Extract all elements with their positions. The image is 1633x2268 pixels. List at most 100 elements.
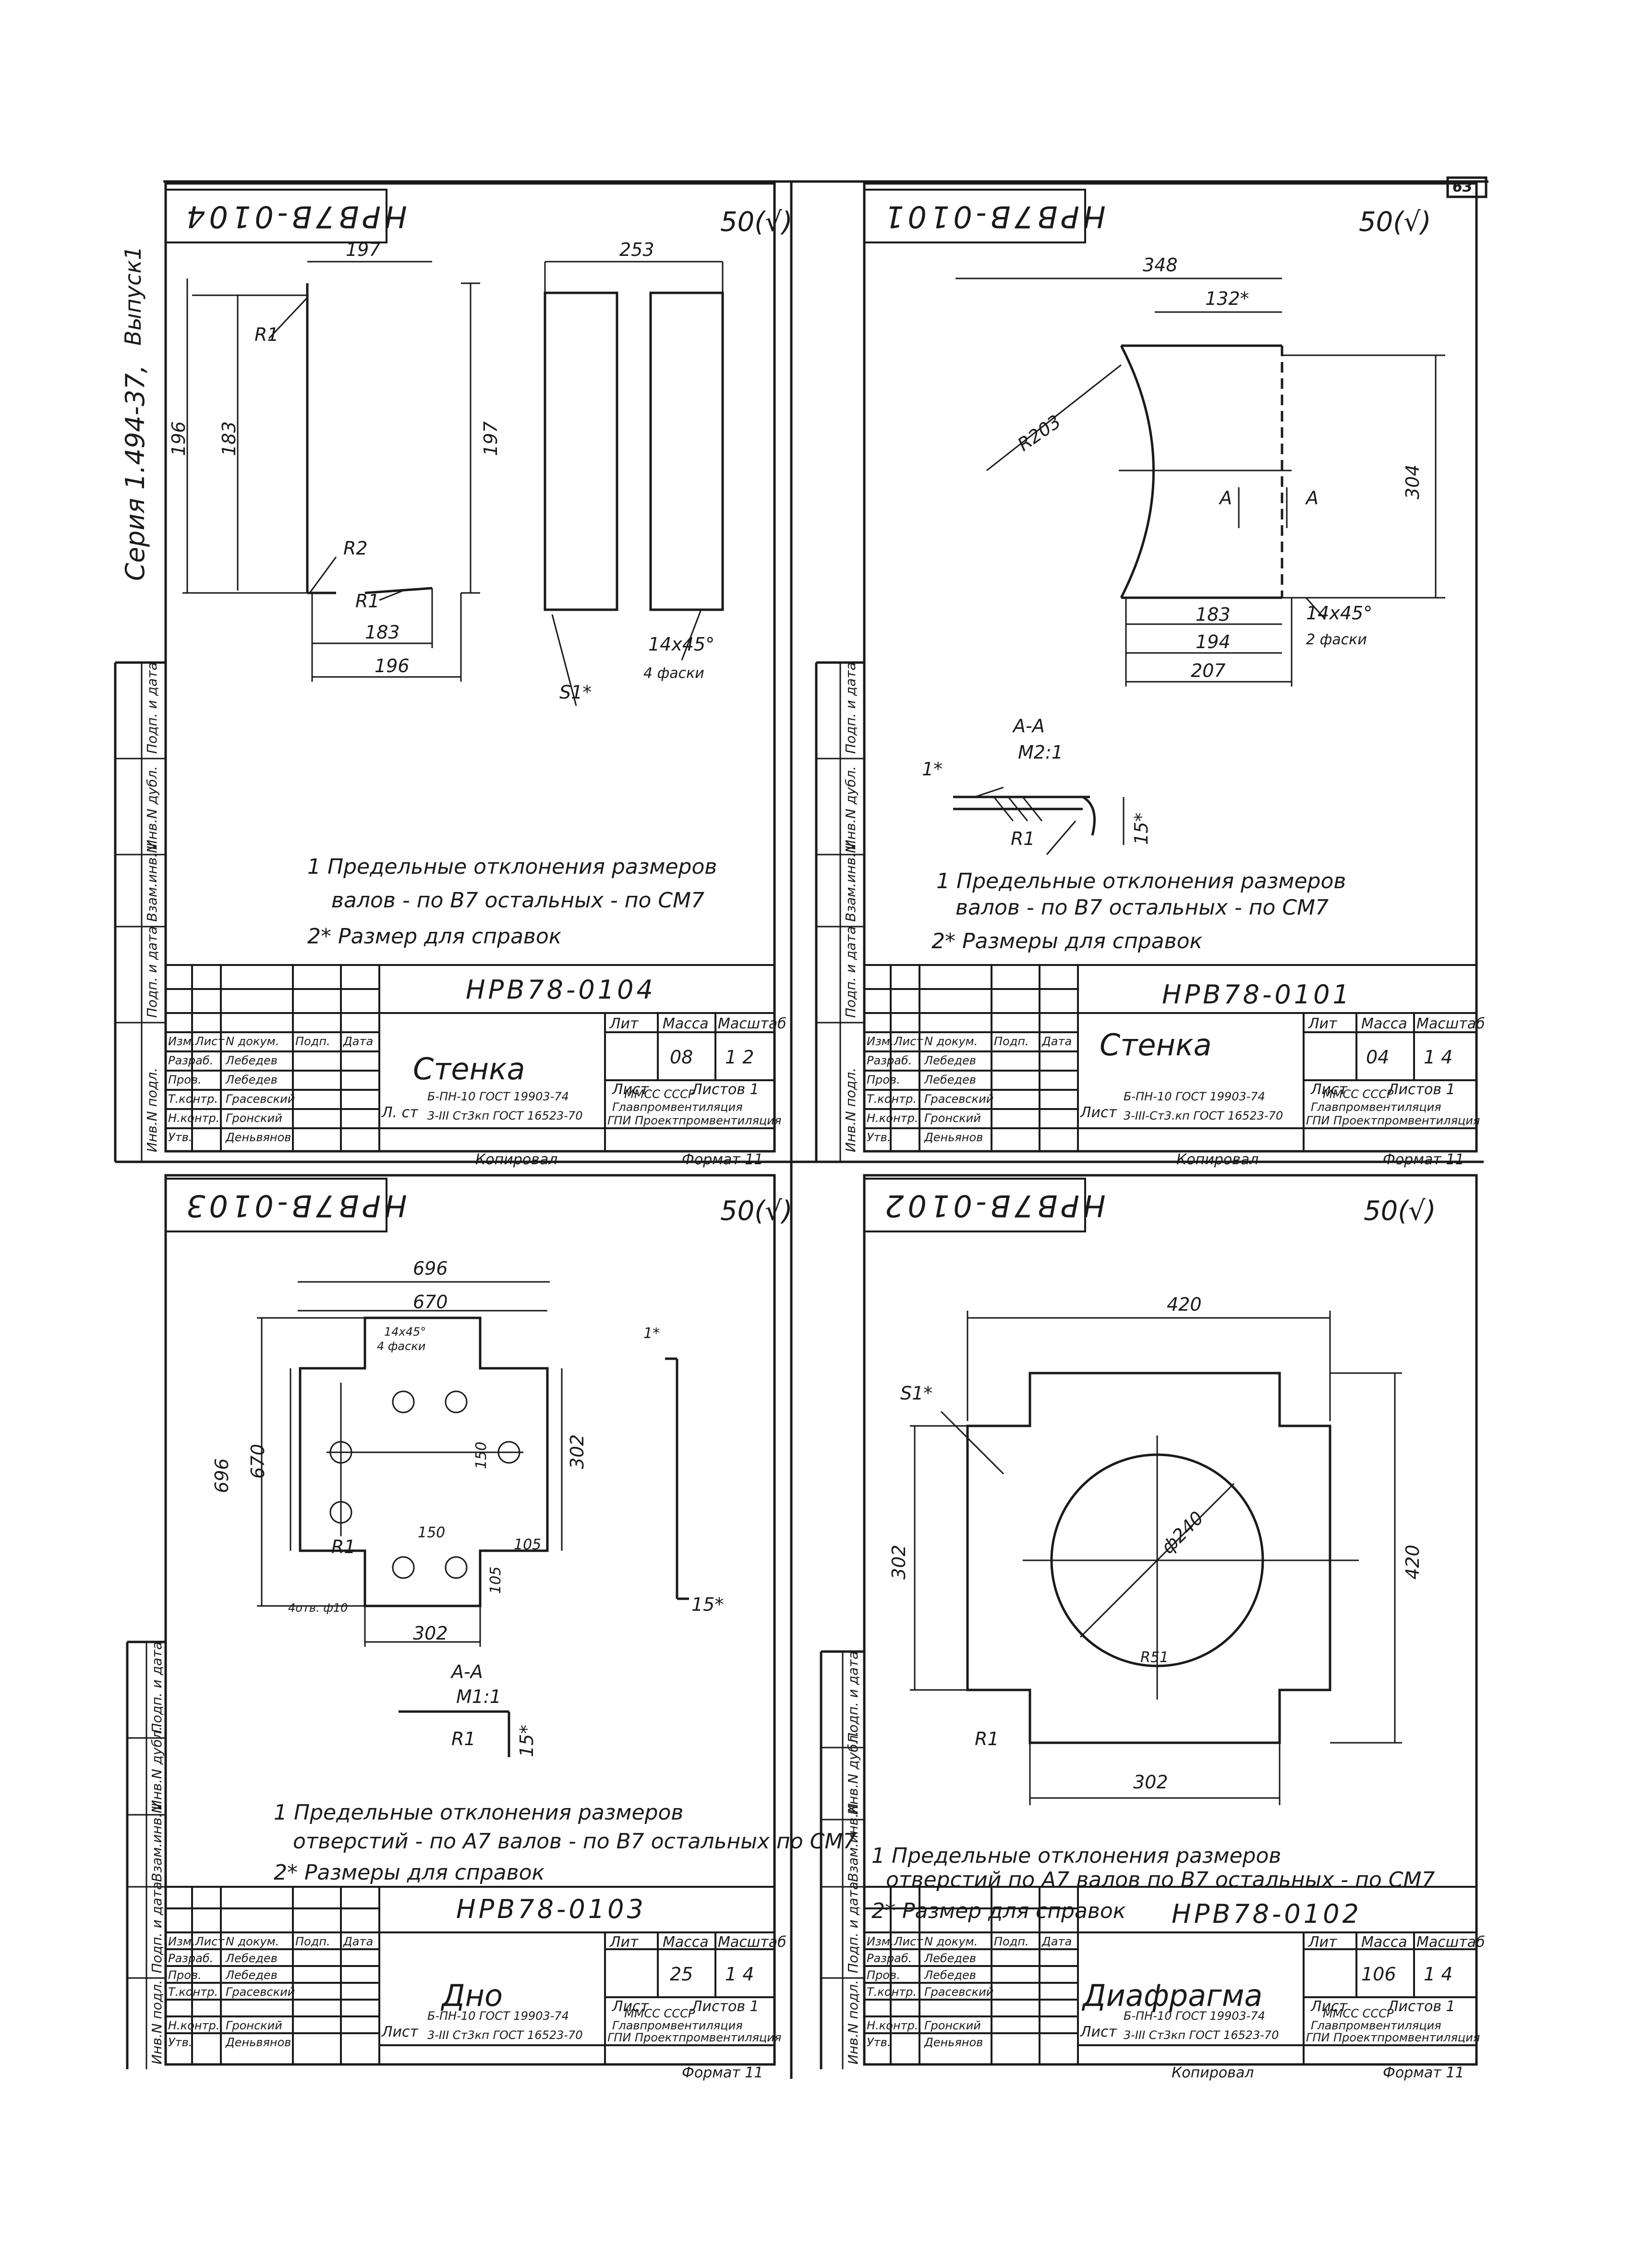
chamfer-label: 14x45° bbox=[648, 634, 715, 655]
thickness-label: 15* bbox=[1131, 812, 1152, 845]
side-field-label: Взам.инв.N bbox=[843, 843, 859, 922]
staff-role: Пров. bbox=[867, 1073, 900, 1086]
side-field-label: Подп. и дата bbox=[845, 1882, 861, 1973]
org-line: ММСС СССР bbox=[1323, 2007, 1394, 2020]
staff-role: Разраб. bbox=[168, 1952, 214, 1965]
drawing-0104 bbox=[182, 261, 724, 706]
staff-role: Разраб. bbox=[867, 1952, 912, 1965]
dimension: 196 bbox=[375, 655, 410, 676]
thickness-label: S1* bbox=[900, 1383, 933, 1404]
lit-label: Лит bbox=[1308, 1015, 1337, 1032]
format-label: Формат 11 bbox=[1383, 1151, 1464, 1168]
staff-date: Дата bbox=[1042, 1935, 1072, 1948]
staff-name: Лебедев bbox=[226, 1952, 278, 1965]
dimension: 132* bbox=[1205, 288, 1249, 309]
staff-date: Дата bbox=[343, 1935, 374, 1948]
drawing-0101 bbox=[953, 277, 1445, 855]
chamfer-note: 4 фаски bbox=[377, 1339, 426, 1353]
material-line: 3-III Ст3кп ГОСТ 16523-70 bbox=[1124, 2028, 1279, 2042]
thickness-label: 15* bbox=[516, 1725, 537, 1757]
chamfer-label: 14x45° bbox=[384, 1325, 426, 1339]
org-line: Главпромвентиляция bbox=[612, 2019, 743, 2032]
dimension: 150 bbox=[418, 1524, 446, 1541]
note-line: валов - по В7 остальных - по СМ7 bbox=[331, 888, 705, 913]
material-line: Б-ПН-10 ГОСТ 19903-74 bbox=[1124, 2009, 1265, 2023]
staff-name: Грасевский bbox=[226, 1092, 295, 1106]
radius-label: R51 bbox=[1140, 1649, 1169, 1666]
section-mark: А bbox=[1306, 487, 1318, 508]
mass-label: Масса bbox=[1361, 1015, 1407, 1032]
side-field-label: Подп. и дата bbox=[843, 926, 859, 1018]
staff-name: N докум. bbox=[226, 1935, 279, 1948]
note-line: 2* Размер для справок bbox=[307, 924, 562, 949]
radius-label: R1 bbox=[254, 324, 279, 345]
staff-name: Лебедев bbox=[226, 1054, 278, 1067]
side-field-label: Взам.инв.N bbox=[149, 1803, 165, 1882]
holes-label: 4отв. ф10 bbox=[288, 1601, 348, 1615]
side-field-label: Инв.N подл. bbox=[845, 1979, 861, 2064]
copied-by: Копировал bbox=[1172, 2064, 1254, 2081]
dimension: 253 bbox=[619, 239, 654, 260]
staff-role: Пров. bbox=[168, 1968, 202, 1982]
scale-value: 1 4 bbox=[725, 1964, 754, 1985]
dimension: 302 bbox=[888, 1544, 909, 1580]
staff-role: Изм.Лист bbox=[168, 1935, 225, 1948]
staff-role: Т.контр. bbox=[867, 1985, 917, 1999]
scale-label: Масштаб bbox=[1416, 1015, 1485, 1032]
side-field-label: Подп. и дата bbox=[149, 1641, 165, 1733]
mass-value: 08 bbox=[670, 1047, 693, 1068]
surface-finish: 50(√) bbox=[1359, 206, 1431, 238]
staff-role: Т.контр. bbox=[168, 1092, 218, 1106]
staff-role: Утв. bbox=[867, 2036, 891, 2049]
mass-value: 106 bbox=[1361, 1964, 1396, 1985]
dimension: 670 bbox=[413, 1291, 448, 1313]
sheets-label: Листов 1 bbox=[1388, 1081, 1455, 1098]
org-line: ГПИ Проектпромвентиляция bbox=[607, 1114, 782, 1127]
sheet-label: Лист bbox=[1311, 1998, 1348, 2015]
staff-name: Деньвянов bbox=[226, 1131, 291, 1144]
radius-label: R1 bbox=[331, 1536, 356, 1557]
copied-by: Копировал bbox=[475, 1151, 558, 1168]
staff-name: Лебедев bbox=[924, 1968, 976, 1982]
staff-role: Пров. bbox=[867, 1968, 900, 1982]
note-line: 2* Размер для справок bbox=[871, 1899, 1126, 1923]
page-number: 63 bbox=[1452, 179, 1473, 195]
designation: НРВ78-0101 bbox=[1162, 979, 1352, 1010]
sheets-label: Листов 1 bbox=[1388, 1998, 1455, 2015]
note-line: отверстий - по А7 валов - по В7 остальны… bbox=[293, 1829, 857, 1854]
scale-value: 1 2 bbox=[725, 1047, 754, 1068]
side-field-label: Подп. и дата bbox=[845, 1651, 861, 1743]
staff-role: Изм.Лист bbox=[867, 1035, 923, 1048]
staff-role: Пров. bbox=[168, 1073, 202, 1086]
material-line: 3-III-Ст3.кп ГОСТ 16523-70 bbox=[1124, 1109, 1283, 1122]
surface-finish: 50(√) bbox=[720, 1195, 793, 1227]
lit-label: Лит bbox=[610, 1015, 639, 1032]
note-line: 1 Предельные отклонения размеров bbox=[936, 869, 1346, 893]
org-line: ММСС СССР bbox=[624, 1087, 695, 1101]
staff-name: Гронский bbox=[924, 2019, 981, 2032]
radius-label: R1 bbox=[975, 1728, 999, 1749]
mirrored-code: HPB7B-0102 bbox=[881, 1188, 1106, 1223]
scale-value: 1 4 bbox=[1424, 1047, 1453, 1068]
staff-date: Дата bbox=[343, 1035, 374, 1048]
staff-name: Лебедев bbox=[924, 1952, 976, 1965]
side-field-label: Подп. и дата bbox=[149, 1882, 165, 1973]
dimension: 302 bbox=[413, 1623, 448, 1644]
scale-label: Масштаб bbox=[1416, 1934, 1485, 1951]
staff-name: N докум. bbox=[226, 1035, 279, 1048]
staff-role: Изм.Лист bbox=[867, 1935, 923, 1948]
note-line: валов - по В7 остальных - по СМ7 bbox=[956, 895, 1329, 920]
thickness-label: 1* bbox=[922, 759, 943, 780]
staff-name: N докум. bbox=[924, 1935, 978, 1948]
side-field-label: Инв.N подл. bbox=[843, 1067, 859, 1152]
radius-label: R1 bbox=[451, 1728, 476, 1749]
lit-label: Лит bbox=[610, 1934, 639, 1951]
material-line: Б-ПН-10 ГОСТ 19903-74 bbox=[1124, 1090, 1265, 1103]
dimension: 304 bbox=[1402, 464, 1423, 499]
material-line: 3-III Ст3кп ГОСТ 16523-70 bbox=[427, 2028, 583, 2042]
staff-role: Утв. bbox=[867, 1131, 891, 1144]
staff-date: Дата bbox=[1042, 1035, 1072, 1048]
thickness-label: 1* bbox=[643, 1325, 660, 1342]
note-line: 1 Предельные отклонения размеров bbox=[307, 855, 717, 879]
